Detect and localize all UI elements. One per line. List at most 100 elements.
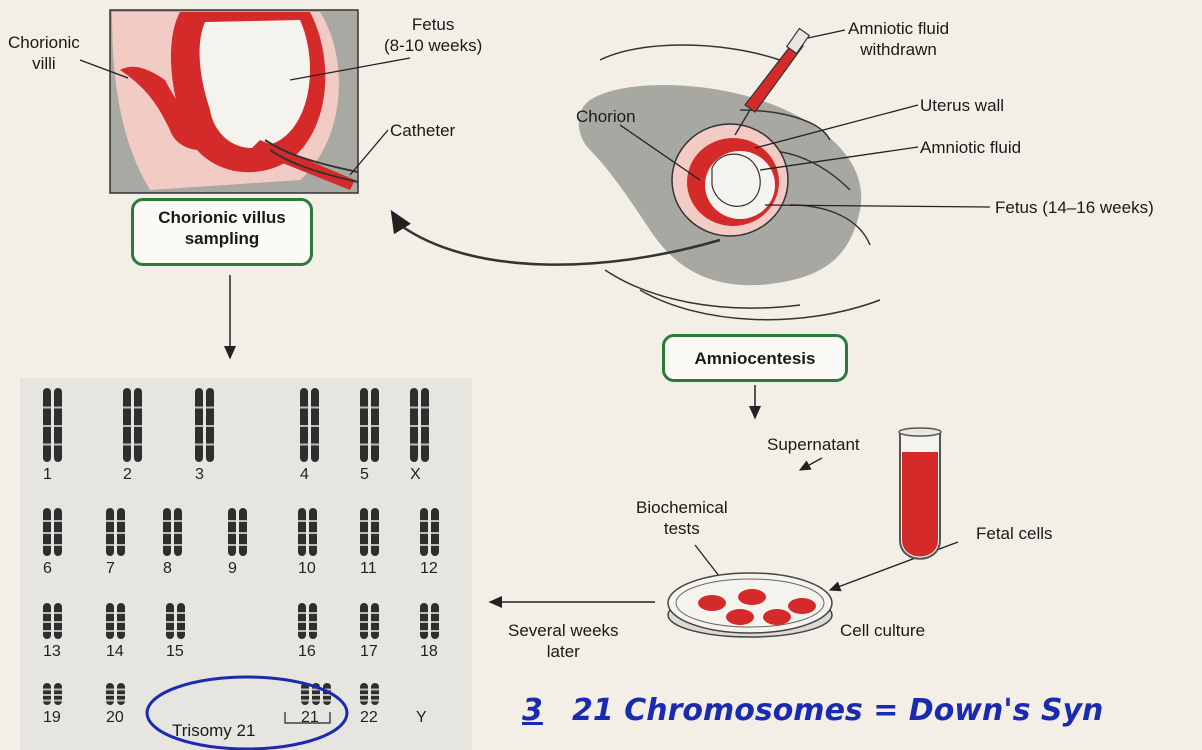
chromosome-band <box>323 689 331 691</box>
chromosome-number-8: 8 <box>163 560 172 578</box>
chromosome-band <box>43 689 51 691</box>
chromosome-band <box>117 700 125 702</box>
chromosome-band <box>134 407 142 409</box>
chromosome-band <box>298 532 306 534</box>
chromosome-band <box>174 532 182 534</box>
amniotic-fluid-label: Amniotic fluid <box>920 137 1021 158</box>
chromosome-number-Y: Y <box>416 709 427 727</box>
chromosome-band <box>360 520 368 522</box>
chromosome-band <box>371 694 379 696</box>
test-tube <box>899 428 941 559</box>
cell-culture-label: Cell culture <box>840 620 925 641</box>
chromosome-band <box>43 407 51 409</box>
chromosome-band <box>360 612 368 614</box>
chromosome-number-9: 9 <box>228 560 237 578</box>
chromosome-band <box>371 621 379 623</box>
chromosome-band <box>177 621 185 623</box>
chromosome-band <box>106 520 114 522</box>
amniocentesis-box: Amniocentesis <box>662 334 848 382</box>
chromosome-band <box>166 612 174 614</box>
fetus-early-label: Fetus(8-10 weeks) <box>384 14 482 56</box>
chromosome-number-19: 19 <box>43 709 61 727</box>
chromosome-band <box>371 700 379 702</box>
chromosome-band <box>323 694 331 696</box>
chromosome-band <box>117 689 125 691</box>
chromosome-band <box>54 520 62 522</box>
chromosome-band <box>228 532 236 534</box>
chromosome-band <box>431 612 439 614</box>
chromosome-band <box>421 425 429 427</box>
chromosome-band <box>309 532 317 534</box>
chromosome-band <box>54 425 62 427</box>
chromosome-band <box>117 532 125 534</box>
chromosome-band <box>309 621 317 623</box>
chromosome-band <box>43 612 51 614</box>
chromosome-band <box>43 520 51 522</box>
chromosome-band <box>312 694 320 696</box>
chromosome-band <box>106 544 114 546</box>
chromosome-band <box>360 544 368 546</box>
uterus-wall-label: Uterus wall <box>920 95 1004 116</box>
chromosome-band <box>301 700 309 702</box>
chromosome-band <box>117 621 125 623</box>
chromosome-band <box>43 532 51 534</box>
chromosome-band <box>228 544 236 546</box>
chromosome-number-X: X <box>410 466 421 484</box>
chromosome-band <box>371 407 379 409</box>
chromosome-band <box>410 425 418 427</box>
chromosome-band <box>54 444 62 446</box>
chromosome-band <box>371 425 379 427</box>
chromosome-number-14: 14 <box>106 643 124 661</box>
chromosome-band <box>311 425 319 427</box>
chromosome-band <box>174 544 182 546</box>
chromosome-band <box>134 444 142 446</box>
cvs-illustration <box>110 10 358 193</box>
chromosome-number-3: 3 <box>195 466 204 484</box>
chromosome-band <box>117 520 125 522</box>
chromosome-band <box>311 407 319 409</box>
chromosome-band <box>106 621 114 623</box>
chromosome-band <box>54 700 62 702</box>
chromosome-band <box>117 612 125 614</box>
chromosome-band <box>300 425 308 427</box>
chromosome-band <box>309 544 317 546</box>
trisomy-label: Trisomy 21 <box>172 720 255 741</box>
chromosome-band <box>123 407 131 409</box>
chromosome-band <box>300 407 308 409</box>
chromosome-band <box>420 532 428 534</box>
chromosome-band <box>117 544 125 546</box>
chromosome-band <box>177 630 185 632</box>
chromosome-band <box>360 444 368 446</box>
supernatant-label: Supernatant <box>767 434 860 455</box>
chromosome-band <box>420 621 428 623</box>
chromosome-band <box>239 520 247 522</box>
petri-dish <box>668 573 832 637</box>
chromosome-band <box>228 520 236 522</box>
chromosome-number-7: 7 <box>106 560 115 578</box>
chromosome-number-1: 1 <box>43 466 52 484</box>
chromosome-band <box>360 689 368 691</box>
chromosome-band <box>106 612 114 614</box>
chromosome-number-5: 5 <box>360 466 369 484</box>
chromosome-band <box>360 694 368 696</box>
chromosome-band <box>360 630 368 632</box>
chromosome-band <box>298 621 306 623</box>
fetal-cells-label: Fetal cells <box>976 523 1053 544</box>
chromosome-band <box>371 630 379 632</box>
chromosome-band <box>43 444 51 446</box>
chromosome-band <box>360 425 368 427</box>
chromosome-band <box>371 612 379 614</box>
chromosome-number-10: 10 <box>298 560 316 578</box>
chromosome-number-15: 15 <box>166 643 184 661</box>
chromosome-band <box>239 532 247 534</box>
chromosome-band <box>43 694 51 696</box>
chromosome-number-6: 6 <box>43 560 52 578</box>
chromosome-band <box>43 630 51 632</box>
chromosome-band <box>300 444 308 446</box>
chromosome-number-17: 17 <box>360 643 378 661</box>
chromosome-band <box>43 700 51 702</box>
chromosome-band <box>106 689 114 691</box>
chromosome-number-18: 18 <box>420 643 438 661</box>
